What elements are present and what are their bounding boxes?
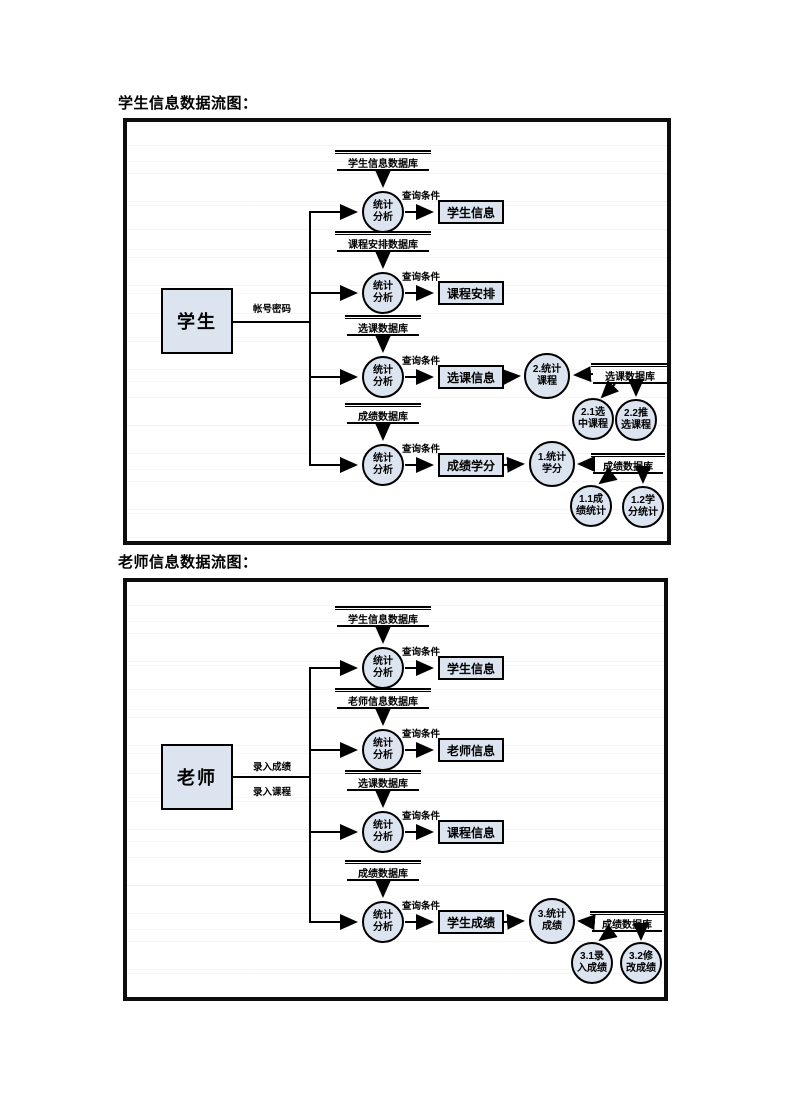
result-box-course-schedule: 课程安排 — [438, 281, 504, 305]
process-circle-enter-scores: 3.1录 入成绩 — [571, 942, 613, 984]
flow-label-query-condition-2: 查询条件 — [401, 272, 440, 283]
data-store-score-db: 成绩数据库 — [345, 403, 421, 424]
flow-label-query-condition-4: 查询条件 — [401, 901, 440, 912]
process-circle-analyze-2: 统计 分析 — [362, 272, 404, 314]
process-circle-recommended-courses: 2.2推 选课程 — [615, 399, 657, 441]
process-circle-analyze-4: 统计 分析 — [362, 901, 404, 943]
process-circle-credit-stats: 1.2学 分统计 — [622, 486, 664, 528]
data-store-score-db: 成绩数据库 — [345, 860, 421, 881]
flow-label-query-condition-4: 查询条件 — [401, 444, 440, 455]
process-circle-analyze-3: 统计 分析 — [362, 811, 404, 853]
flow-label-query-condition-1: 查询条件 — [401, 647, 440, 658]
process-circle-score-stats: 1.1成 绩统计 — [570, 485, 612, 527]
connector-layer — [233, 170, 651, 485]
data-store-course-selection-db-right: 选课数据库 — [591, 363, 669, 384]
flow-label-account-password: 帐号密码 — [252, 304, 291, 315]
process-circle-analyze-1: 统计 分析 — [362, 191, 404, 233]
result-box-score-credit: 成绩学分 — [438, 453, 504, 477]
process-circle-stat-scores: 3.统计 成绩 — [529, 898, 575, 944]
data-store-student-info-db: 学生信息数据库 — [335, 150, 431, 171]
process-circle-stat-courses: 2.统计 课程 — [524, 353, 570, 399]
actor-box-student: 学生 — [161, 288, 233, 354]
data-store-course-selection-db: 选课数据库 — [345, 315, 421, 336]
page-title-teacher-dfd: 老师信息数据流图： — [118, 554, 258, 571]
flow-label-query-condition-3: 查询条件 — [401, 356, 440, 367]
student-dataflow-diagram: 学生 帐号密码 学生信息数据库 统计 分析 查询条件 学生信息 课程安排数据库 … — [123, 118, 671, 545]
process-circle-stat-credits: 1.统计 学分 — [529, 441, 575, 487]
result-box-student-scores: 学生成绩 — [438, 910, 504, 934]
data-store-course-schedule-db: 课程安排数据库 — [335, 231, 431, 252]
process-circle-analyze-1: 统计 分析 — [362, 647, 404, 689]
teacher-dataflow-diagram: 老师 录入成绩 录入课程 学生信息数据库 统计 分析 查询条件 学生信息 老师信… — [123, 578, 668, 1001]
result-box-course-info: 课程信息 — [438, 820, 504, 844]
flow-label-enter-courses: 录入课程 — [252, 787, 291, 798]
flow-label-enter-scores: 录入成绩 — [252, 762, 291, 773]
flow-label-query-condition-1: 查询条件 — [401, 191, 440, 202]
flow-label-query-condition-2: 查询条件 — [401, 729, 440, 740]
data-store-teacher-info-db: 老师信息数据库 — [335, 688, 431, 709]
process-circle-selected-courses: 2.1选 中课程 — [572, 398, 614, 440]
actor-box-teacher: 老师 — [161, 744, 233, 810]
process-circle-analyze-4: 统计 分析 — [362, 444, 404, 486]
process-circle-analyze-2: 统计 分析 — [362, 729, 404, 771]
process-circle-modify-scores: 3.2修 改成绩 — [620, 942, 662, 984]
result-box-teacher-info: 老师信息 — [438, 738, 504, 762]
data-store-score-db-right: 成绩数据库 — [591, 453, 665, 474]
data-store-score-db-right: 成绩数据库 — [590, 911, 664, 932]
connector-layer — [233, 626, 649, 942]
process-circle-analyze-3: 统计 分析 — [362, 356, 404, 398]
result-box-course-selection-info: 选课信息 — [438, 365, 504, 389]
flow-label-query-condition-3: 查询条件 — [401, 811, 440, 822]
data-store-course-selection-db: 选课数据库 — [345, 770, 421, 791]
page-title-student-dfd: 学生信息数据流图： — [118, 95, 258, 112]
result-box-student-info: 学生信息 — [438, 656, 504, 680]
data-store-student-info-db: 学生信息数据库 — [335, 606, 431, 627]
result-box-student-info: 学生信息 — [438, 200, 504, 224]
